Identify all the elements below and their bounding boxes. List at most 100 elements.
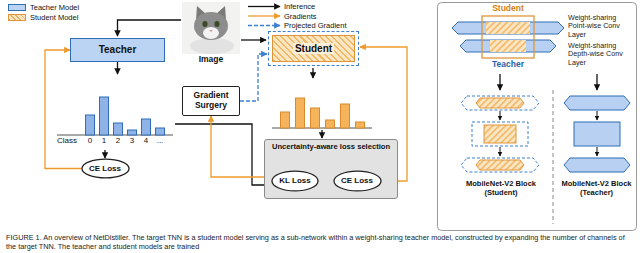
axis-label: ... — [157, 136, 164, 145]
depthwise-layer — [460, 40, 556, 52]
bar — [296, 98, 305, 128]
gradient-sample — [248, 15, 280, 16]
student-logits-arrow — [321, 130, 322, 138]
bar — [142, 119, 151, 135]
selection-box: Uncertainty-aware loss selection KL Loss C… — [264, 139, 398, 199]
bar — [156, 128, 165, 135]
cat-nose — [209, 30, 213, 32]
ellipse-shape — [333, 171, 380, 191]
teacher-output-chart: Class 0 1 2 3 4... — [55, 74, 175, 150]
flow-arrow — [45, 50, 81, 169]
axis-label: 0 — [88, 136, 92, 145]
loss-ellipse: KL Loss — [271, 170, 319, 192]
student-bar-chart — [272, 98, 372, 128]
bar — [128, 130, 137, 135]
teacher-bar-chart — [57, 97, 173, 135]
legend-entry: Teacher Model — [8, 3, 79, 12]
bar — [114, 123, 123, 135]
legend-entry: Projected Gradient — [284, 21, 347, 30]
figure-caption: FIGURE 1. An overview of NetDistiller. T… — [6, 233, 634, 252]
flow-arrow — [104, 150, 105, 158]
projected-gradient-sample — [248, 25, 280, 26]
loss-ellipse: CE Loss — [81, 158, 130, 179]
student-layer — [476, 98, 524, 108]
image-to-student-arrow — [241, 39, 266, 40]
layer-arrow — [500, 147, 501, 156]
student-box: Student — [272, 35, 355, 62]
axis-label: 3 — [130, 136, 134, 145]
legend-text: Inference — [284, 2, 315, 11]
node-text: Gradient Surgery — [186, 91, 236, 111]
student-output-arrow — [312, 68, 313, 78]
node-text: Uncertainty-aware loss selection — [272, 143, 390, 152]
layer-arrow — [500, 111, 501, 120]
loss-ellipse: CE Loss — [333, 170, 382, 192]
node-text: Student — [293, 43, 334, 55]
legend-entry: Gradients — [284, 12, 317, 21]
ellipse-shape — [272, 171, 318, 191]
legend-text: Gradients — [284, 12, 317, 21]
panel-frame — [438, 3, 637, 231]
legend-text: Teacher Model — [30, 3, 79, 12]
down-arrow — [596, 74, 597, 90]
node-text: Teacher — [99, 44, 137, 56]
bar — [341, 104, 350, 128]
legend-entry: Inference — [284, 2, 315, 11]
teacher-box: Teacher — [70, 38, 165, 62]
bar — [100, 97, 109, 135]
teacher-layer — [564, 96, 630, 110]
node-text: CE Loss — [341, 176, 373, 185]
image-to-teacher-arrow — [118, 20, 182, 36]
cat-eye — [202, 21, 207, 27]
teacher-layer — [564, 158, 630, 172]
teacher-ghost-layer — [461, 158, 539, 172]
separator — [553, 90, 554, 224]
student-block-drawing — [461, 96, 539, 172]
legend-text: Projected Gradient — [284, 21, 347, 30]
legend-text: Student Model — [30, 13, 78, 22]
teacher-block-drawing — [564, 96, 630, 172]
bar — [281, 112, 290, 128]
cat-eye — [214, 21, 219, 27]
flow-arrow — [175, 124, 274, 185]
process-box: Gradient Surgery — [182, 86, 240, 116]
student-channels — [486, 22, 530, 34]
cat-body — [190, 38, 234, 54]
down-arrow — [499, 74, 500, 90]
axis-label: Class — [57, 136, 77, 145]
teacher-layer — [574, 122, 620, 146]
layer-label: Weight-sharing Depth-wise Conv Layer — [568, 42, 635, 67]
cat-photo — [182, 2, 240, 54]
architecture-panel — [438, 3, 637, 231]
student-layer — [476, 160, 524, 170]
axis-label: 2 — [116, 136, 120, 145]
cat-muzzle — [203, 27, 219, 39]
layer-arrow — [597, 111, 598, 120]
cat-head — [194, 12, 228, 40]
block-label: MobileNet-V2 Block (Teacher) — [557, 180, 636, 197]
photo-ground — [182, 2, 240, 54]
bar — [311, 108, 320, 128]
student-channels — [490, 40, 526, 52]
pointwise-layer — [452, 22, 564, 34]
node-text: CE Loss — [89, 164, 121, 173]
node-text: KL Loss — [279, 176, 310, 185]
teacher-ghost-layer — [461, 96, 539, 110]
flow-arrow — [240, 54, 267, 101]
bar — [356, 122, 365, 128]
student-layer — [484, 125, 516, 143]
student-outline — [482, 16, 534, 58]
axis-label: 1 — [102, 136, 106, 145]
image-label: Image — [186, 55, 236, 65]
student-label: Student — [478, 4, 538, 14]
block-label: MobileNet-V2 Block (Student) — [455, 180, 547, 197]
axis-label: 4 — [144, 136, 148, 145]
inference-sample — [248, 6, 280, 7]
legend-swatch — [8, 14, 26, 21]
legend-swatch — [8, 4, 26, 11]
bar — [326, 120, 335, 128]
legend-line-samples — [248, 7, 280, 26]
layer-arrow — [597, 147, 598, 156]
layer-label: Weight-sharing Point-wise Conv Layer — [568, 14, 635, 39]
